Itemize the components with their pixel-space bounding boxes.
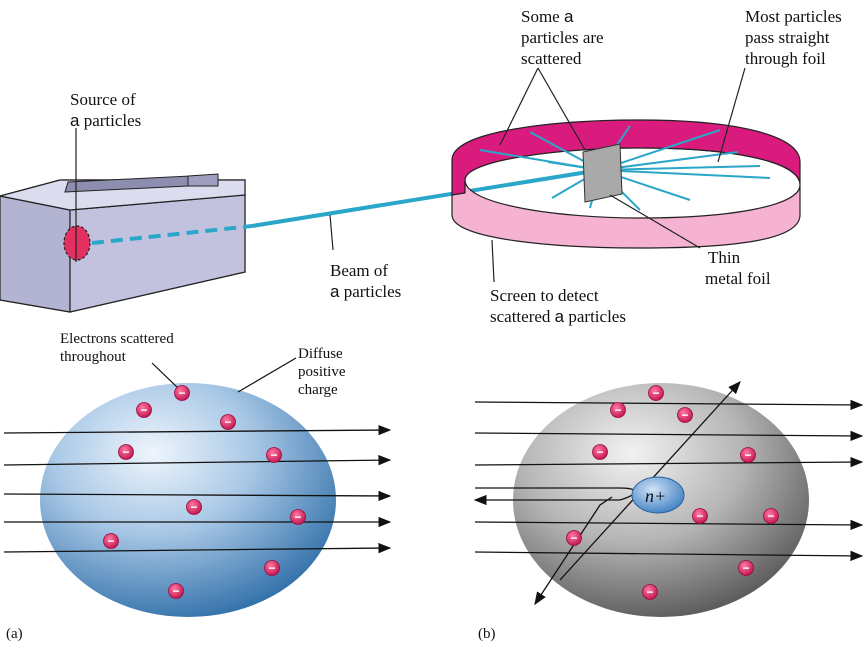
- model-b-electron: −: [692, 508, 708, 524]
- label-source: Source of a particles: [70, 90, 142, 130]
- panel-label-b: (b): [478, 626, 496, 642]
- label-electrons: Electrons scattered throughout: [60, 331, 174, 365]
- alpha-source-box: [0, 173, 246, 313]
- model-a-electron: −: [174, 385, 190, 401]
- label-foil: Thin metal foil: [705, 248, 771, 288]
- label-most-pass: Most particles pass straight through foi…: [745, 7, 842, 68]
- model-b-electron: −: [566, 530, 582, 546]
- detector-screen: [451, 119, 801, 249]
- model-a-electron: −: [266, 447, 282, 463]
- model-b-electron: −: [648, 385, 664, 401]
- model-a-electron: −: [168, 583, 184, 599]
- model-a-electron: −: [220, 414, 236, 430]
- svg-text:−: −: [596, 445, 603, 459]
- svg-text:−: −: [681, 408, 688, 422]
- model-b-electron: −: [592, 444, 608, 460]
- svg-text:−: −: [744, 448, 751, 462]
- scattered-pointer-2: [537, 67, 586, 151]
- svg-text:−: −: [294, 510, 301, 524]
- model-b-electron: −: [738, 560, 754, 576]
- arrows-model-a: [3, 424, 392, 554]
- model-a-electron: −: [290, 509, 306, 525]
- alpha-beam: [251, 168, 601, 228]
- svg-text:−: −: [140, 403, 147, 417]
- svg-text:−: −: [190, 500, 197, 514]
- electrons-pointer-line: [151, 362, 179, 389]
- internal-beam-dashed: [91, 224, 253, 245]
- panel-label-a: (a): [6, 626, 23, 642]
- diffuse-positive-sphere: [40, 383, 336, 617]
- electrons-model-a: − − − − − − − − − −: [103, 385, 306, 599]
- svg-text:−: −: [268, 561, 275, 575]
- svg-text:−: −: [767, 509, 774, 523]
- electrons-model-b: − − − − − − − − − −: [566, 385, 779, 600]
- svg-text:−: −: [652, 386, 659, 400]
- svg-text:−: −: [614, 403, 621, 417]
- beam-pointer-line: [329, 214, 334, 251]
- model-a-electron: −: [264, 560, 280, 576]
- svg-text:−: −: [122, 445, 129, 459]
- alpha-source: [63, 225, 91, 261]
- scattered-pointer-1: [499, 67, 539, 146]
- model-b-electron: −: [740, 447, 756, 463]
- label-diffuse: Diffuse positive charge: [298, 346, 346, 398]
- thin-metal-foil: [582, 143, 623, 203]
- svg-text:−: −: [270, 448, 277, 462]
- diffuse-pointer-line: [237, 357, 297, 393]
- screen-pointer-line: [491, 239, 495, 283]
- svg-text:−: −: [224, 415, 231, 429]
- model-b-electron: −: [610, 402, 626, 418]
- svg-text:−: −: [172, 584, 179, 598]
- model-a-electron: −: [186, 499, 202, 515]
- model-a-electron: −: [118, 444, 134, 460]
- nucleus-label: n+: [645, 486, 666, 506]
- svg-text:−: −: [107, 534, 114, 548]
- model-b-electron: −: [677, 407, 693, 423]
- svg-text:−: −: [742, 561, 749, 575]
- model-a-electron: −: [103, 533, 119, 549]
- pass-pointer-line: [717, 67, 746, 163]
- label-screen: Screen to detect scattered a particles: [490, 286, 626, 326]
- model-a-electron: −: [136, 402, 152, 418]
- svg-text:−: −: [696, 509, 703, 523]
- label-beam: Beam of a particles: [330, 261, 402, 301]
- svg-text:−: −: [570, 531, 577, 545]
- foil-pointer-line: [609, 194, 701, 249]
- svg-text:−: −: [178, 386, 185, 400]
- label-some-scattered: Some a particles are scattered: [521, 7, 604, 68]
- svg-text:−: −: [646, 585, 653, 599]
- model-b-electron: −: [763, 508, 779, 524]
- nucleus: [631, 476, 685, 514]
- model-b-electron: −: [642, 584, 658, 600]
